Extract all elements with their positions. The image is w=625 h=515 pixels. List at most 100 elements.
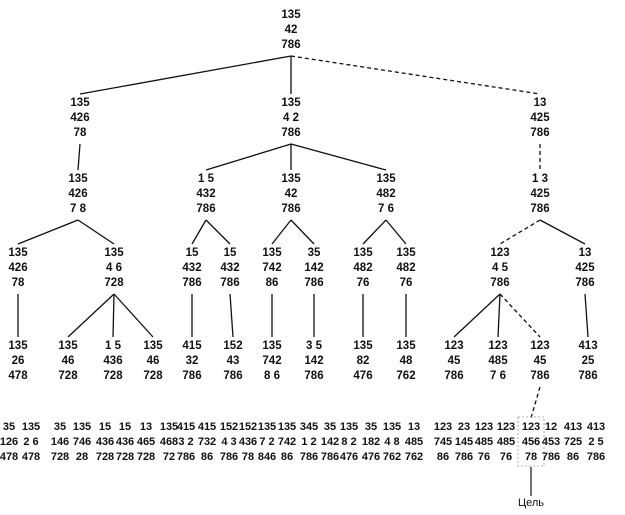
state-row: 123 bbox=[474, 421, 494, 433]
state-row: 7 8 bbox=[70, 203, 86, 215]
state-row: 142 bbox=[320, 436, 340, 448]
state-row: 762 bbox=[404, 451, 424, 463]
state-row: 4 8 bbox=[384, 436, 400, 448]
state-row: 7 2 bbox=[259, 436, 275, 448]
state-row: 86 bbox=[566, 451, 580, 463]
state-row: 728 bbox=[103, 370, 123, 382]
tree-edge bbox=[113, 293, 154, 338]
state-row: 86 bbox=[436, 451, 450, 463]
state-row: 725 bbox=[563, 436, 583, 448]
state-row: 13 bbox=[139, 421, 153, 433]
state-row: 142 bbox=[304, 355, 324, 367]
state-row: 46 bbox=[61, 355, 75, 367]
state-row: 86 bbox=[280, 451, 294, 463]
state-row: 786 bbox=[541, 451, 561, 463]
goal-path-edge bbox=[499, 293, 541, 338]
state-row: 135 bbox=[382, 421, 402, 433]
state-row: 846 bbox=[257, 451, 277, 463]
state-row: 35 bbox=[364, 421, 378, 433]
state-row: 485 bbox=[404, 436, 424, 448]
state-row: 415 bbox=[176, 421, 196, 433]
state-row: 135 bbox=[58, 340, 78, 352]
state-row: 746 bbox=[72, 436, 92, 448]
state-row: 742 bbox=[262, 355, 282, 367]
state-row: 135 bbox=[353, 340, 373, 352]
tree-edge bbox=[539, 219, 586, 245]
state-row: 468 bbox=[159, 436, 179, 448]
tree-edge bbox=[112, 293, 115, 338]
state-row: 123 bbox=[444, 340, 464, 352]
tree-edge bbox=[67, 293, 115, 338]
state-row: 45 bbox=[533, 355, 547, 367]
state-row: 78 bbox=[241, 451, 255, 463]
state-row: 135 bbox=[143, 340, 163, 352]
state-row: 135 bbox=[396, 340, 416, 352]
state-row: 135 bbox=[262, 247, 282, 259]
state-row: 426 bbox=[68, 188, 88, 200]
goal-path-edge bbox=[530, 386, 541, 419]
state-row: 478 bbox=[0, 451, 19, 463]
state-row: 42 bbox=[284, 24, 298, 36]
state-row: 413 bbox=[578, 340, 598, 352]
state-row: 86 bbox=[200, 451, 214, 463]
state-row: 786 bbox=[444, 370, 464, 382]
state-row: 23 bbox=[457, 421, 471, 433]
tree-edge bbox=[385, 219, 407, 245]
state-row: 182 bbox=[361, 436, 381, 448]
state-row: 786 bbox=[304, 277, 324, 289]
state-row: 135 bbox=[281, 173, 301, 185]
state-row: 135 bbox=[159, 421, 179, 433]
state-row: 13 bbox=[533, 97, 547, 109]
state-row: 732 bbox=[197, 436, 217, 448]
state-row: 436 bbox=[238, 436, 258, 448]
state-row: 152 bbox=[223, 340, 243, 352]
state-row: 78 bbox=[73, 127, 87, 139]
state-row: 476 bbox=[361, 451, 381, 463]
state-row: 43 bbox=[226, 355, 240, 367]
state-row: 35 bbox=[323, 421, 337, 433]
state-row: 786 bbox=[281, 127, 301, 139]
state-row: 123 bbox=[496, 421, 516, 433]
state-row: 3 5 bbox=[306, 340, 322, 352]
state-row: 35 bbox=[307, 247, 321, 259]
state-row: 728 bbox=[136, 451, 156, 463]
state-row: 485 bbox=[496, 436, 516, 448]
state-row: 453 bbox=[541, 436, 561, 448]
state-row: 48 bbox=[399, 355, 413, 367]
state-row: 478 bbox=[21, 451, 41, 463]
state-row: 762 bbox=[382, 451, 402, 463]
state-row: 126 bbox=[0, 436, 19, 448]
state-row: 15 bbox=[185, 247, 199, 259]
state-row: 86 bbox=[265, 277, 279, 289]
state-row: 786 bbox=[220, 277, 240, 289]
state-row: 135 bbox=[68, 173, 88, 185]
state-row: 426 bbox=[8, 262, 28, 274]
state-row: 46 bbox=[146, 355, 160, 367]
state-row: 786 bbox=[182, 277, 202, 289]
state-row: 728 bbox=[95, 451, 115, 463]
